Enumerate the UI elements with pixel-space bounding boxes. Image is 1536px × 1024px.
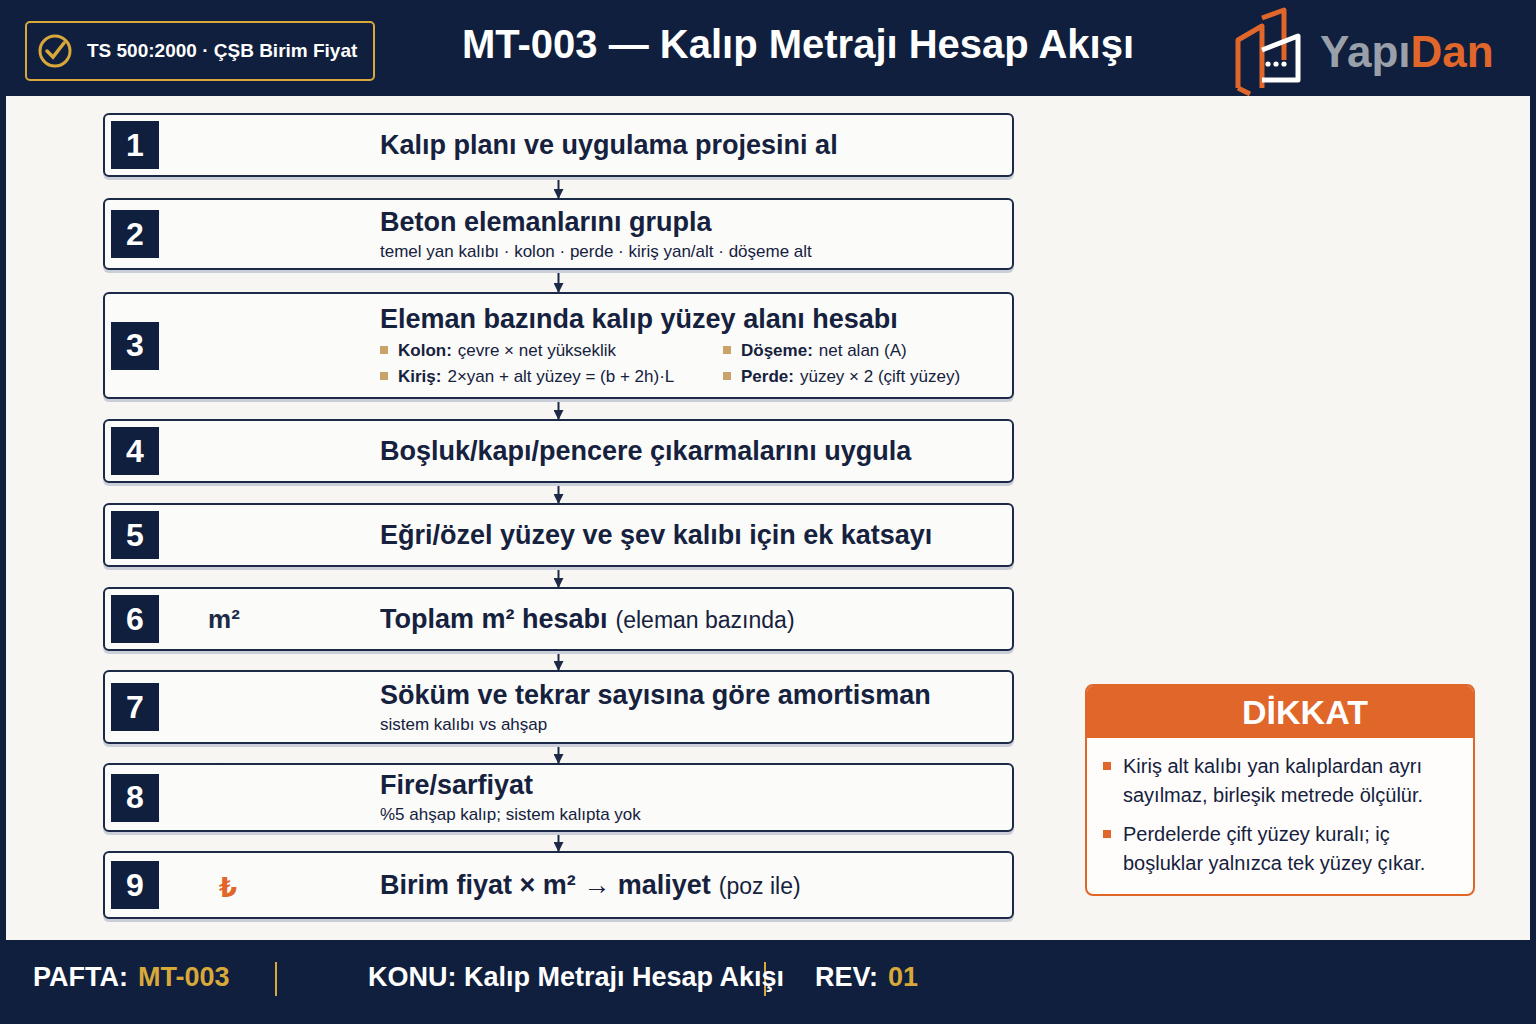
formula-key: Kiriş: (398, 367, 441, 386)
step-heading: Fire/sarfiyat (380, 770, 533, 801)
step-heading-line: Birim fiyat × m² → maliyet (poz ile) (380, 870, 1000, 901)
diagram-title: MT-003 — Kalıp Metrajı Hesap Akışı (462, 22, 1134, 66)
step-heading: Boşluk/kapı/pencere çıkarmalarını uygula (380, 436, 911, 467)
step-heading-line: Boşluk/kapı/pencere çıkarmalarını uygula (380, 436, 1000, 467)
flow-arrow (558, 486, 560, 503)
flow-arrow (558, 747, 560, 763)
process-step: 9 Birim fiyat × m² → maliyet (poz ile) (103, 851, 1014, 919)
process-step: 3 Eleman bazında kalıp yüzey alanı hesabı… (103, 292, 1014, 399)
process-step: 5 Eğri/özel yüzey ve şev kalıbı için ek k… (103, 503, 1014, 567)
flow-arrow (558, 180, 560, 198)
step-heading-line: Beton elemanlarını grupla (380, 207, 1000, 238)
step-detail: sistem kalıbı vs ahşap (380, 715, 1000, 735)
formula-value: net alan (A) (819, 341, 907, 360)
step-content: Toplam m² hesabı (eleman bazında) (380, 589, 1000, 649)
text-label: 01 (888, 962, 918, 993)
text-label: MT-003 (138, 962, 230, 993)
step-number: 6 (111, 595, 159, 643)
step-heading: Söküm ve tekrar sayısına göre amortisman (380, 680, 931, 711)
text-label: REV: (815, 962, 878, 993)
text-label: Yapı (1320, 27, 1411, 78)
badge-text: TS 500:2000 · ÇŞB Birim Fiyat (87, 40, 357, 62)
step-heading: Toplam m² hesabı (380, 604, 608, 635)
step-note: (eleman bazında) (616, 607, 795, 634)
text-label: KONU: Kalıp Metrajı Hesap Akışı (368, 962, 784, 993)
step-heading-line: Kalıp planı ve uygulama projesini al (380, 130, 1000, 161)
step-heading: Beton elemanlarını grupla (380, 207, 712, 238)
formula-key: Perde: (741, 367, 794, 386)
warning-header: DİKKAT (1087, 686, 1473, 738)
warning-box: DİKKAT Kiriş alt kalıbı yan kalıplardan a… (1085, 684, 1475, 896)
step-number: 1 (111, 121, 159, 169)
warning-title: DİKKAT (1242, 693, 1368, 732)
flow-arrow (558, 273, 560, 292)
warning-note: Perdelerde çift yüzey kuralı; iç boşlukl… (1123, 820, 1459, 878)
formula-item: Kolon: çevre × net yükseklik (380, 341, 723, 361)
step-heading-line: Söküm ve tekrar sayısına göre amortisman (380, 680, 1000, 711)
step-content: Beton elemanlarını grupla temel yan kalıb… (380, 200, 1000, 268)
formula-item: Döşeme: net alan (A) (723, 341, 1000, 361)
step-content: Birim fiyat × m² → maliyet (poz ile) (380, 853, 1000, 917)
warning-body: Kiriş alt kalıbı yan kalıplardan ayrı sa… (1087, 738, 1473, 894)
text-label: Dan (1411, 27, 1494, 78)
process-step: 2 Beton elemanlarını grupla temel yan kalı… (103, 198, 1014, 270)
step-heading: Eğri/özel yüzey ve şev kalıbı için ek ka… (380, 520, 932, 551)
step-number: 2 (111, 210, 159, 258)
formula-item: Perde: yüzey × 2 (çift yüzey) (723, 367, 1000, 387)
formula-grid: Kolon: çevre × net yükseklik Döşeme: net al… (380, 341, 1000, 387)
step-content: Fire/sarfiyat %5 ahşap kalıp; sistem kalı… (380, 765, 1000, 830)
step-heading-line: Toplam m² hesabı (eleman bazında) (380, 604, 1000, 635)
process-step: 7 Söküm ve tekrar sayısına göre amortisma… (103, 670, 1014, 744)
process-step: 1 Kalıp planı ve uygulama projesini al (103, 113, 1014, 177)
formula-value: 2×yan + alt yüzey = (b + 2h)·L (447, 367, 674, 386)
step-detail: temel yan kalıbı · kolon · perde · kiriş… (380, 242, 1000, 262)
step-detail: %5 ahşap kalıp; sistem kalıpta yok (380, 805, 1000, 825)
step-content: Eğri/özel yüzey ve şev kalıbı için ek ka… (380, 505, 1000, 565)
step-heading-line: Eleman bazında kalıp yüzey alanı hesabı (380, 304, 1000, 335)
step-content: Boşluk/kapı/pencere çıkarmalarını uygula (380, 421, 1000, 481)
step-note: (poz ile) (719, 873, 801, 900)
flow-arrow (558, 654, 560, 670)
text-label: PAFTA: (33, 962, 128, 993)
step-number: 3 (111, 322, 159, 370)
process-step: 4 Boşluk/kapı/pencere çıkarmalarını uygul… (103, 419, 1014, 483)
step-heading-line: Fire/sarfiyat (380, 770, 1000, 801)
step-number: 7 (111, 683, 159, 731)
step-number: 8 (111, 774, 159, 822)
step-content: Eleman bazında kalıp yüzey alanı hesabıK… (380, 294, 1000, 397)
step-heading: Kalıp planı ve uygulama projesini al (380, 130, 838, 161)
process-step: 8 Fire/sarfiyat %5 ahşap kalıp; sistem kal… (103, 763, 1014, 832)
flow-arrow (558, 402, 560, 419)
step-heading: Birim fiyat × m² → maliyet (380, 870, 711, 901)
step-heading-line: Eğri/özel yüzey ve şev kalıbı için ek ka… (380, 520, 1000, 551)
formula-key: Kolon: (398, 341, 452, 360)
flow-arrow (558, 570, 560, 587)
text-label: m² (208, 605, 240, 635)
step-heading: Eleman bazında kalıp yüzey alanı hesabı (380, 304, 898, 335)
formula-value: yüzey × 2 (çift yüzey) (800, 367, 960, 386)
step-number: 4 (111, 427, 159, 475)
standard-badge: TS 500:2000 · ÇŞB Birim Fiyat (25, 21, 375, 81)
flow-arrow (558, 835, 560, 851)
step-number: 9 (111, 861, 159, 909)
formula-value: çevre × net yükseklik (458, 341, 616, 360)
step-content: Kalıp planı ve uygulama projesini al (380, 115, 1000, 175)
step-content: Söküm ve tekrar sayısına göre amortisman… (380, 672, 1000, 742)
formula-key: Döşeme: (741, 341, 813, 360)
warning-note: Kiriş alt kalıbı yan kalıplardan ayrı sa… (1123, 752, 1459, 810)
step-number: 5 (111, 511, 159, 559)
formula-item: Kiriş: 2×yan + alt yüzey = (b + 2h)·L (380, 367, 723, 387)
text-label: ₺ (219, 874, 237, 904)
